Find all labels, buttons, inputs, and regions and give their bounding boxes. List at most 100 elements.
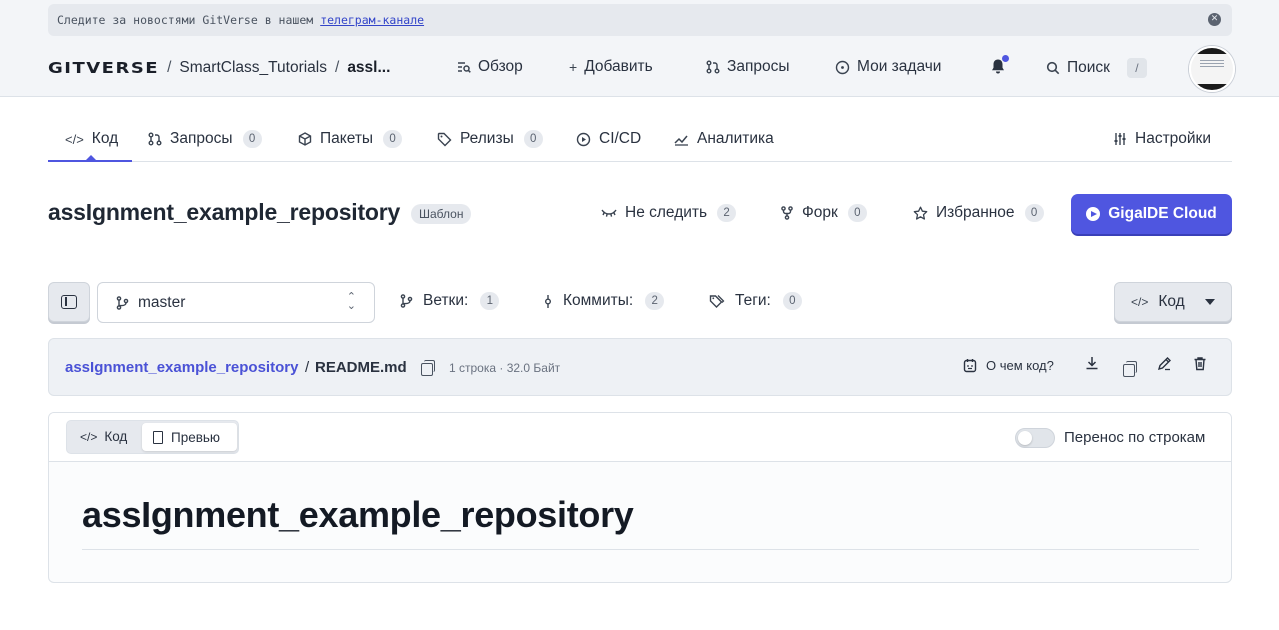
- repo-title: assIgnment_example_repository: [48, 199, 401, 225]
- branches-label: Ветки:: [423, 292, 469, 309]
- tab-releases-count: 0: [523, 130, 543, 148]
- view-preview-label: Превью: [171, 429, 221, 445]
- breadcrumb-separator: /: [335, 59, 340, 76]
- telegram-link[interactable]: телеграм-канале: [320, 13, 425, 27]
- line-wrap-toggle[interactable]: [1015, 428, 1055, 448]
- play-icon: [1086, 207, 1101, 221]
- tags-count: 0: [782, 292, 802, 310]
- tab-packages-count: 0: [383, 130, 403, 148]
- commits-count: 2: [645, 292, 665, 310]
- branch-icon: [116, 295, 129, 310]
- line-wrap-label: Перенос по строкам: [1064, 429, 1206, 446]
- document-icon: [153, 430, 163, 444]
- list-search-icon: [458, 62, 471, 73]
- template-badge: Шаблон: [411, 204, 472, 224]
- favorite-count: 0: [1024, 204, 1044, 222]
- nav-my-tasks[interactable]: Мои задачи: [835, 58, 941, 76]
- nav-overview[interactable]: Обзор: [457, 58, 523, 76]
- watch-button[interactable]: Не следить 2: [601, 204, 737, 222]
- tab-settings[interactable]: Настройки: [1113, 130, 1211, 148]
- ai-calendar-icon: [963, 359, 977, 373]
- search-label: Поиск: [1067, 59, 1110, 76]
- heading-divider: [82, 549, 1199, 550]
- code-icon: </>: [65, 131, 84, 147]
- favorite-button[interactable]: Избранное 0: [913, 204, 1044, 222]
- sliders-icon: [1114, 133, 1126, 145]
- tab-packages[interactable]: Пакеты 0: [298, 130, 403, 148]
- tab-analytics-label: Аналитика: [697, 130, 774, 147]
- copy-path-icon[interactable]: [421, 360, 435, 376]
- pull-request-icon: [148, 132, 162, 146]
- branch-name: master: [138, 293, 186, 311]
- tab-code[interactable]: </> Код: [65, 130, 118, 148]
- tags-label: Теги:: [735, 292, 771, 309]
- download-icon[interactable]: [1085, 356, 1099, 371]
- fork-button[interactable]: Форк 0: [780, 204, 867, 222]
- nav-overview-label: Обзор: [478, 58, 523, 75]
- gitverse-logo[interactable]: GITVERSE: [48, 59, 160, 77]
- header: GITVERSE / SmartClass_Tutorials / assl..…: [48, 44, 1235, 92]
- file-tree-toggle-button[interactable]: [48, 282, 90, 322]
- star-icon: [913, 206, 928, 220]
- file-path-bar: assIgnment_example_repository / README.m…: [48, 338, 1232, 396]
- close-icon[interactable]: ✕: [1208, 13, 1221, 26]
- notification-dot: [1002, 55, 1009, 62]
- tags-icon: [709, 294, 725, 308]
- search-button[interactable]: Поиск /: [1046, 58, 1147, 78]
- fork-count: 0: [847, 204, 867, 222]
- commits-link[interactable]: Коммиты: 2: [543, 292, 665, 310]
- readme-header: </> Код Превью Перенос по строкам: [49, 413, 1231, 462]
- tab-cicd[interactable]: CI/CD: [576, 130, 641, 148]
- repo-tabs: </> Код Запросы 0 Пакеты 0 Релизы 0 CI/C…: [48, 120, 1232, 162]
- tab-packages-label: Пакеты: [320, 130, 374, 147]
- tab-analytics[interactable]: Аналитика: [674, 130, 774, 148]
- breadcrumb-separator: /: [167, 59, 172, 76]
- issue-icon: [835, 60, 850, 74]
- tab-requests-label: Запросы: [170, 130, 233, 147]
- pull-request-icon: [706, 60, 720, 74]
- tags-link[interactable]: Теги: 0: [709, 292, 802, 310]
- banner-text: Следите за новостями GitVerse в нашем: [57, 13, 314, 27]
- play-circle-icon: [576, 132, 591, 146]
- active-tab-caret: [86, 155, 96, 160]
- tab-code-label: Код: [91, 130, 119, 147]
- tab-cicd-label: CI/CD: [599, 130, 642, 147]
- nav-requests-label: Запросы: [727, 58, 790, 75]
- tab-requests[interactable]: Запросы 0: [148, 130, 262, 148]
- search-shortcut: /: [1126, 58, 1147, 78]
- nav-add-label: Добавить: [584, 58, 653, 75]
- readme-heading: assIgnment_example_repository: [82, 494, 634, 535]
- eye-closed-icon: [601, 209, 617, 217]
- breadcrumb-repo[interactable]: assl...: [347, 59, 391, 76]
- edit-icon[interactable]: [1157, 356, 1172, 371]
- nav-requests[interactable]: Запросы: [706, 58, 790, 76]
- branch-icon: [400, 294, 413, 308]
- view-code-button[interactable]: </> Код: [80, 429, 127, 444]
- about-code-button[interactable]: О чем код?: [963, 358, 1054, 373]
- tab-releases[interactable]: Релизы 0: [437, 130, 543, 148]
- path-repo-link[interactable]: assIgnment_example_repository: [65, 359, 299, 376]
- branches-link[interactable]: Ветки: 1: [400, 292, 500, 310]
- gigaide-cloud-button[interactable]: GigaIDE Cloud: [1071, 194, 1232, 234]
- path-separator: /: [305, 359, 310, 376]
- branch-select[interactable]: master ⌃⌄: [97, 282, 375, 323]
- bell-icon[interactable]: [990, 58, 1006, 75]
- user-avatar[interactable]: [1189, 46, 1235, 92]
- nav-add[interactable]: + Добавить: [569, 58, 653, 76]
- copy-content-icon[interactable]: [1123, 361, 1137, 377]
- commits-label: Коммиты:: [563, 292, 634, 309]
- top-bar: Следите за новостями GitVerse в нашем те…: [0, 0, 1279, 97]
- tab-releases-label: Релизы: [460, 130, 514, 147]
- code-dropdown-button[interactable]: </> Код: [1114, 282, 1232, 322]
- tab-requests-count: 0: [242, 130, 262, 148]
- search-icon: [1046, 61, 1060, 75]
- about-code-label: О чем код?: [986, 358, 1054, 373]
- active-tab-indicator: [48, 160, 132, 162]
- code-dropdown-label: Код: [1158, 293, 1185, 310]
- file-meta: 1 строка · 32.0 Байт: [449, 361, 561, 375]
- path-file-name: README.md: [315, 359, 407, 376]
- breadcrumb-owner[interactable]: SmartClass_Tutorials: [179, 59, 327, 76]
- view-preview-button[interactable]: Превью: [142, 423, 237, 451]
- trash-icon[interactable]: [1193, 356, 1207, 371]
- fork-label: Форк: [802, 204, 838, 221]
